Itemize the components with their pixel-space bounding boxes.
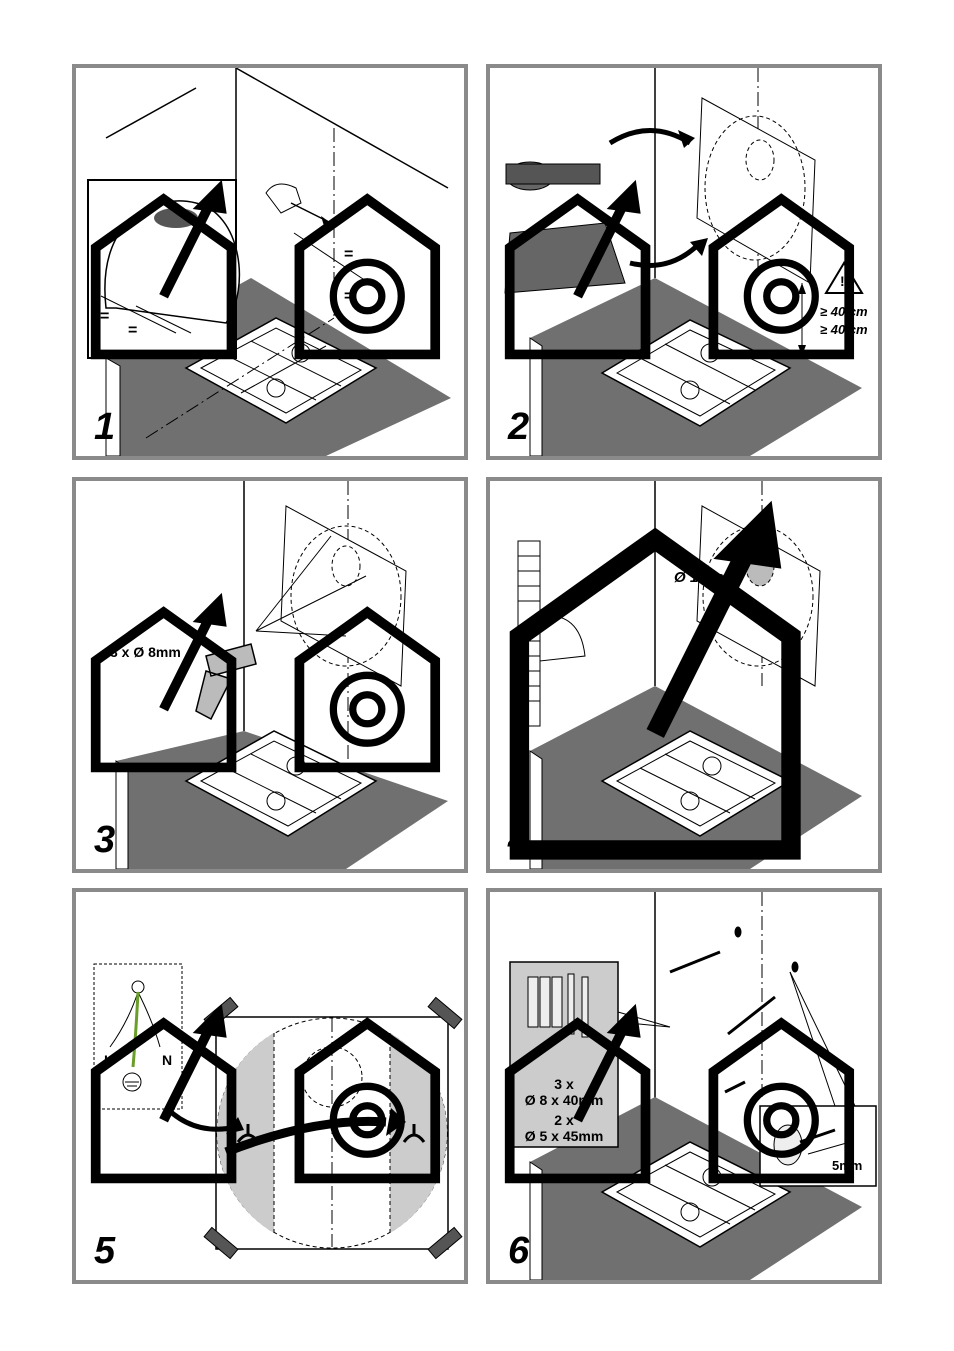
step-number: 3 bbox=[94, 819, 116, 861]
step-number: 6 bbox=[508, 1230, 530, 1272]
step-number: 1 bbox=[94, 406, 116, 448]
plugs-b-count: 2 x bbox=[554, 1112, 574, 1128]
equal-mark-1: = bbox=[344, 246, 354, 263]
drill-label: 3 x Ø 8mm bbox=[110, 644, 181, 660]
house-exhaust-icon bbox=[90, 592, 441, 773]
house-exhaust-icon bbox=[90, 179, 441, 360]
panel-step-1: = = = = 1 bbox=[72, 64, 468, 460]
house-exhaust-icon bbox=[504, 179, 855, 360]
mode-icons bbox=[500, 491, 878, 869]
hob bbox=[600, 730, 792, 837]
equal-mark-4: = bbox=[128, 322, 138, 339]
earth-icon bbox=[122, 1072, 142, 1092]
panel-step-4: Ø 16cm 4 bbox=[486, 477, 882, 873]
panel-step-6: 3 x Ø 8 x 40mm 2 x Ø 5 x 45mm 5mm 6 bbox=[486, 888, 882, 1284]
plugs-b-size: Ø 5 x 45mm bbox=[524, 1128, 604, 1144]
plugs-a-count: 3 x bbox=[554, 1076, 574, 1092]
electric-distance: ≥ 40 cm bbox=[820, 322, 868, 337]
panel-step-5: L N 5 bbox=[72, 888, 468, 1284]
panel-step-2: ! ≥ 40 cm ≥ 40 cm 2 bbox=[486, 64, 882, 460]
mode-icons bbox=[86, 491, 464, 869]
house-exhaust-icon bbox=[509, 500, 801, 860]
panel-step-3: 3 x Ø 8mm 3 bbox=[72, 477, 468, 873]
screw-icon bbox=[669, 926, 799, 1094]
mode-icons bbox=[86, 78, 464, 456]
step-number: 2 bbox=[508, 406, 530, 448]
neutral-label: N bbox=[162, 1052, 173, 1068]
warning-glyph: ! bbox=[840, 273, 845, 289]
gas-distance: ≥ 40 cm bbox=[820, 304, 868, 319]
house-exhaust-icon bbox=[90, 1003, 441, 1184]
mode-icons bbox=[86, 902, 464, 1280]
drill-icon bbox=[195, 643, 257, 721]
step-number: 4 bbox=[508, 819, 530, 861]
mode-icons bbox=[500, 902, 878, 1280]
step-2-illustration bbox=[504, 68, 864, 456]
mode-icons bbox=[500, 78, 878, 456]
wall-plug-icon bbox=[527, 973, 589, 1038]
step-number: 5 bbox=[94, 1230, 116, 1272]
equal-mark-3: = bbox=[100, 308, 110, 325]
house-exhaust-icon bbox=[504, 1003, 855, 1184]
equal-mark-2: = bbox=[344, 288, 354, 305]
